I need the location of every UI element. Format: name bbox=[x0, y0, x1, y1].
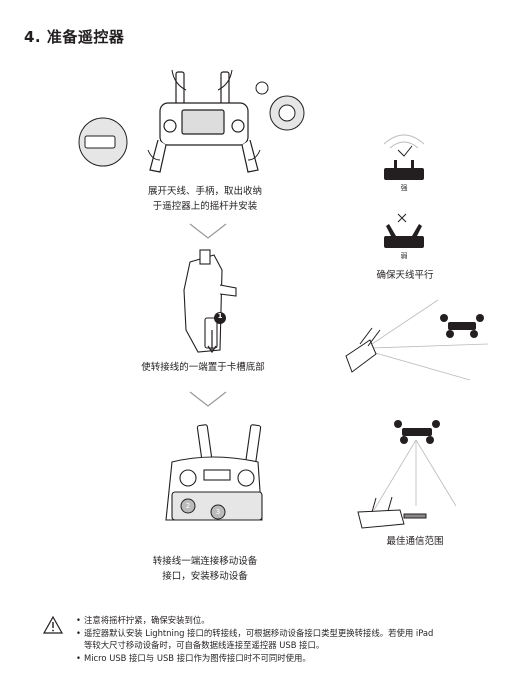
section-title: 4. 准备遥控器 bbox=[24, 28, 125, 46]
step1-caption: 展开天线、手柄，取出收纳 于遥控器上的摇杆并安装 bbox=[147, 186, 262, 212]
step3-caption: 转接线一端连接移动设备 接口，安装移动设备 bbox=[152, 556, 258, 582]
warning-icon bbox=[42, 615, 64, 634]
signal-strong-label: 强 bbox=[400, 184, 408, 192]
antenna-caption: 确保天线平行 bbox=[376, 270, 434, 281]
note-item-continued: 等较大尺寸移动设备时，可自备数据线连接至遥控器 USB 接口。 bbox=[84, 640, 325, 650]
step2-caption: 使转接线的一端置于卡槽底部 bbox=[141, 362, 265, 373]
step-number-2: 2 bbox=[185, 502, 191, 510]
step-number-3: 3 bbox=[215, 508, 221, 516]
note-item: •注意将摇杆拧紧，确保安装到位。 bbox=[76, 615, 210, 625]
step-number-1: 1 bbox=[217, 312, 223, 320]
chevron-down-icon bbox=[189, 391, 227, 407]
notes-block: •注意将摇杆拧紧，确保安装到位。 •遥控器默认安装 Lightning 接口的转… bbox=[76, 614, 496, 664]
range-caption: 最佳通信范围 bbox=[386, 536, 444, 547]
chevron-down-icon bbox=[189, 223, 227, 239]
note-item: •Micro USB 接口与 USB 接口作为图传接口时不可同时使用。 bbox=[76, 652, 311, 663]
signal-weak-label: 弱 bbox=[400, 252, 408, 260]
note-item: •遥控器默认安装 Lightning 接口的转接线，可根据移动设备接口类型更换转… bbox=[76, 627, 434, 638]
